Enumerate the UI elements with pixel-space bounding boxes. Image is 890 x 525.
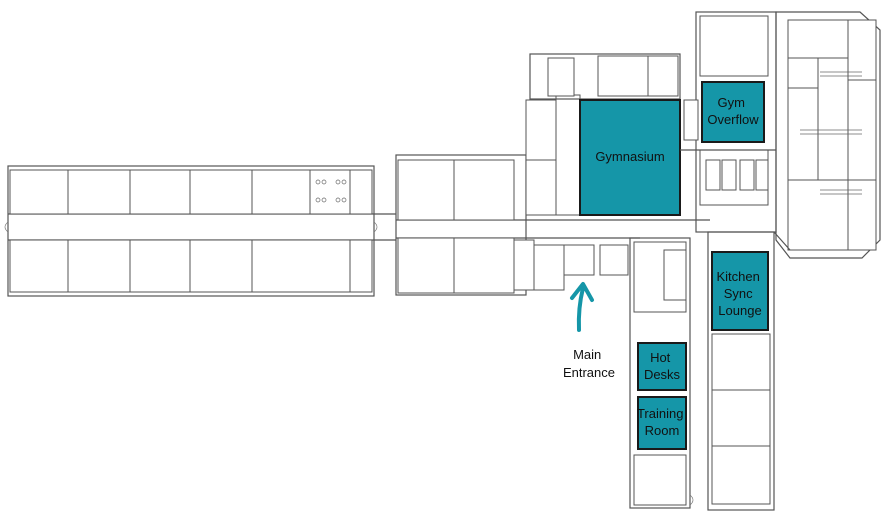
arrow-up-icon (570, 282, 594, 332)
kitchen-sync-lounge-label: Kitchen Sync Lounge (717, 269, 764, 318)
kitchen-sync-lounge-label-line-1: Kitchen (717, 269, 760, 284)
south-wing-center (629, 237, 694, 509)
training-room[interactable]: Training Room (637, 396, 687, 450)
hot-desks-label-line-1: Hot (650, 350, 671, 365)
kitchen-sync-lounge-label-line-3: Lounge (718, 303, 761, 318)
gymnasium-fill (579, 99, 681, 216)
kitchen-sync-lounge-room[interactable]: Kitchen Sync Lounge (711, 251, 769, 331)
hot-desks-label-line-2: Desks (644, 367, 681, 382)
training-room-label-line-1: Training (637, 406, 683, 421)
central-block (374, 53, 710, 296)
gym-overflow-fill (701, 81, 765, 143)
main-entrance-label-line-1: Main (573, 347, 601, 362)
gymnasium-room[interactable]: Gymnasium (579, 99, 681, 216)
gym-overflow-label-line-2: Overflow (707, 112, 759, 127)
training-room-fill (637, 396, 687, 450)
training-room-label: Training Room (637, 406, 687, 438)
gymnasium-label-line-1: Gymnasium (595, 149, 664, 164)
kitchen-sync-lounge-fill (711, 251, 769, 331)
west-wing (4, 165, 378, 297)
kitchen-sync-lounge-label-line-2: Sync (724, 286, 753, 301)
training-room-label-line-2: Room (645, 423, 680, 438)
hot-desks-label: Hot Desks (644, 350, 681, 382)
hot-desks-room[interactable]: Hot Desks (637, 342, 687, 391)
gym-overflow-room[interactable]: Gym Overflow (701, 81, 765, 143)
gym-overflow-label-line-1: Gym (717, 95, 744, 110)
main-entrance-label-line-2: Entrance (563, 365, 615, 380)
hot-desks-fill (637, 342, 687, 391)
south-wing-east (707, 231, 791, 511)
gymnasium-label: Gymnasium (595, 149, 664, 164)
gym-overflow-label: Gym Overflow (707, 95, 759, 127)
east-wing-north (680, 11, 881, 259)
main-entrance-label: Main Entrance (563, 347, 615, 380)
